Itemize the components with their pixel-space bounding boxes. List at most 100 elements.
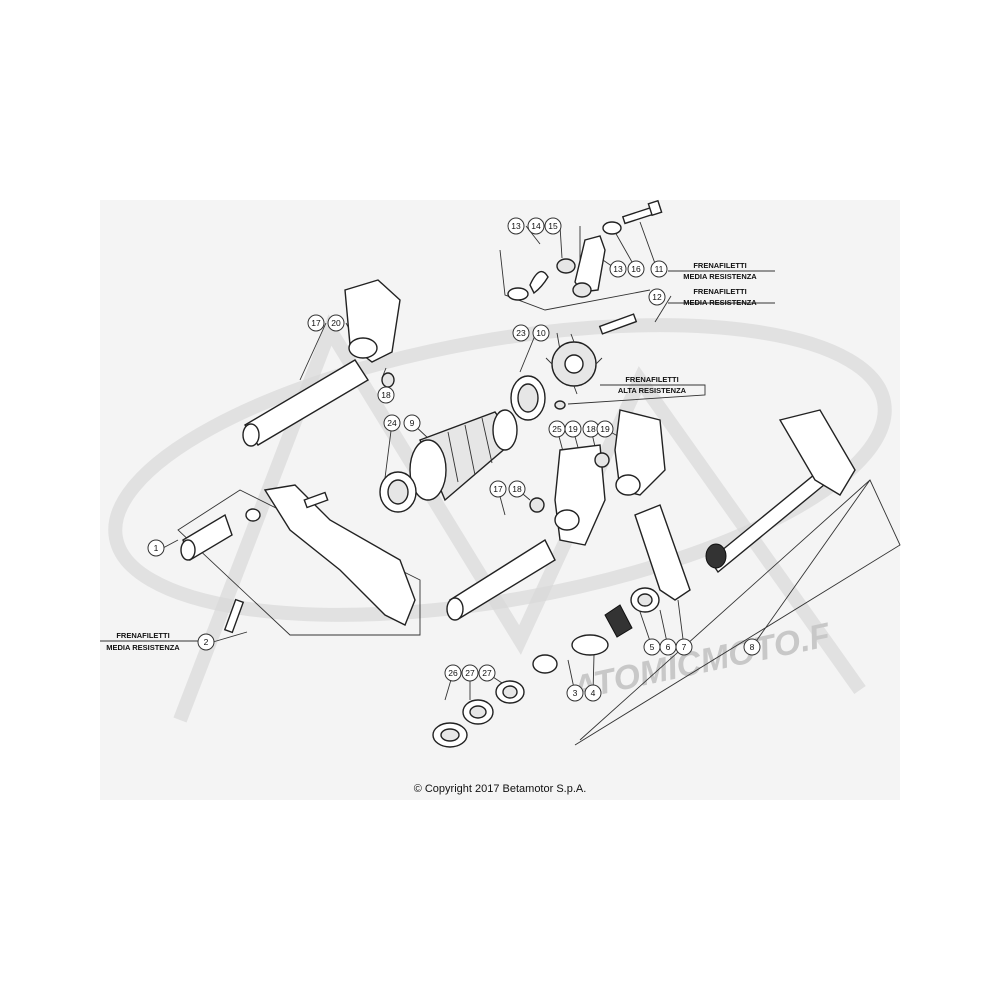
callout-label: 13 bbox=[613, 264, 623, 274]
callout-label: 6 bbox=[666, 642, 671, 652]
note-11-line2: MEDIA RESISTENZA bbox=[683, 272, 757, 281]
note-25-line1: FRENAFILETTI bbox=[625, 375, 678, 384]
callout-label: 20 bbox=[331, 318, 341, 328]
callout-label: 2 bbox=[204, 637, 209, 647]
shift-pedal-1 bbox=[180, 484, 416, 626]
callout-label: 1 bbox=[154, 543, 159, 553]
callout-label: 27 bbox=[465, 668, 475, 678]
callout-9: 9 bbox=[403, 414, 421, 432]
bearing-23 bbox=[510, 375, 546, 421]
callout-label: 17 bbox=[311, 318, 321, 328]
callout-18: 18 bbox=[377, 386, 395, 404]
spring-14 bbox=[529, 270, 549, 295]
roller-18-upper bbox=[381, 372, 395, 388]
lever-16 bbox=[574, 235, 606, 293]
plate-7 bbox=[634, 504, 691, 601]
callout-label: 23 bbox=[516, 328, 526, 338]
callout-label: 25 bbox=[552, 424, 562, 434]
callout-label: 18 bbox=[512, 484, 522, 494]
roller-18-mid bbox=[529, 497, 545, 513]
callout-label: 15 bbox=[548, 221, 558, 231]
callout-label: 27 bbox=[482, 668, 492, 678]
note-12-line2: MEDIA RESISTENZA bbox=[683, 298, 757, 307]
callout-8: 8 bbox=[743, 638, 761, 656]
pin-25 bbox=[554, 400, 566, 410]
shift-fork-20 bbox=[344, 279, 401, 363]
callout-1: 1 bbox=[147, 539, 165, 557]
callout-label: 7 bbox=[682, 642, 687, 652]
roller-18-right bbox=[594, 452, 610, 468]
note-25-line2: ALTA RESISTENZA bbox=[618, 386, 687, 395]
bearing-27-b bbox=[495, 680, 525, 704]
note-11-line1: FRENAFILETTI bbox=[693, 261, 746, 270]
callout-13: 13 bbox=[609, 260, 627, 278]
callout-label: 18 bbox=[586, 424, 596, 434]
callout-label: 18 bbox=[381, 390, 391, 400]
shift-fork-19-a bbox=[554, 444, 606, 546]
washer-13 bbox=[507, 287, 529, 301]
callout-label: 3 bbox=[573, 688, 578, 698]
callout-6: 6 bbox=[659, 638, 677, 656]
watermark-text: ATOMICMOTO.F bbox=[568, 616, 835, 708]
callout-3: 3 bbox=[566, 684, 584, 702]
callout-14: 14 bbox=[527, 217, 545, 235]
bushing-6 bbox=[630, 587, 660, 613]
bolt-11 bbox=[602, 199, 663, 235]
callout-label: 19 bbox=[600, 424, 610, 434]
callout-label: 9 bbox=[410, 418, 415, 428]
shift-fork-19-b bbox=[614, 409, 666, 496]
callout-19: 19 bbox=[596, 420, 614, 438]
bearing-27-a bbox=[462, 699, 494, 725]
callout-label: 8 bbox=[750, 642, 755, 652]
callout-11: 11 bbox=[650, 260, 668, 278]
callout-24: 24 bbox=[383, 414, 401, 432]
callout-label: 19 bbox=[568, 424, 578, 434]
callout-17: 17 bbox=[307, 314, 325, 332]
callout-label: 10 bbox=[536, 328, 546, 338]
parts bbox=[180, 199, 856, 748]
fork-shaft-17-lower bbox=[446, 538, 556, 621]
callout-7: 7 bbox=[675, 638, 693, 656]
shift-drum-9 bbox=[409, 409, 518, 502]
callout-26: 26 bbox=[444, 664, 462, 682]
fork-shaft-17-upper bbox=[242, 359, 369, 447]
callout-27: 27 bbox=[478, 664, 496, 682]
callout-label: 4 bbox=[591, 688, 596, 698]
washer-3 bbox=[532, 654, 558, 674]
callout-label: 12 bbox=[652, 292, 662, 302]
callout-label: 17 bbox=[493, 484, 503, 494]
callout-label: 5 bbox=[650, 642, 655, 652]
callout-16: 16 bbox=[627, 260, 645, 278]
thread-lock-notes: FRENAFILETTI MEDIA RESISTENZA FRENAFILET… bbox=[106, 261, 757, 652]
roller bbox=[572, 282, 592, 298]
copyright-text: © Copyright 2017 Betamotor S.p.A. bbox=[413, 783, 587, 795]
callout-13: 13 bbox=[507, 217, 525, 235]
note-leaders bbox=[100, 270, 775, 642]
callout-23: 23 bbox=[512, 324, 530, 342]
callout-2: 2 bbox=[197, 633, 215, 651]
callout-19: 19 bbox=[564, 420, 582, 438]
callout-label: 13 bbox=[511, 221, 521, 231]
note-2-line1: FRENAFILETTI bbox=[116, 631, 169, 640]
note-12-line1: FRENAFILETTI bbox=[693, 287, 746, 296]
callout-25: 25 bbox=[548, 420, 566, 438]
bearing-15 bbox=[556, 258, 576, 274]
spring-4 bbox=[571, 634, 609, 656]
callout-label: 16 bbox=[631, 264, 641, 274]
bolt-12 bbox=[598, 313, 638, 335]
callout-label: 26 bbox=[448, 668, 458, 678]
spring-5 bbox=[604, 604, 633, 638]
callout-label: 11 bbox=[655, 264, 664, 274]
callout-18: 18 bbox=[508, 480, 526, 498]
callout-27: 27 bbox=[461, 664, 479, 682]
gear-shaft-8 bbox=[705, 409, 856, 574]
shift-drum-star-10 bbox=[545, 333, 603, 395]
callout-4: 4 bbox=[584, 684, 602, 702]
note-2-line2: MEDIA RESISTENZA bbox=[106, 643, 180, 652]
callout-label: 24 bbox=[387, 418, 397, 428]
callout-5: 5 bbox=[643, 638, 661, 656]
bolt-2 bbox=[223, 598, 245, 634]
callout-15: 15 bbox=[544, 217, 562, 235]
callout-17: 17 bbox=[489, 480, 507, 498]
